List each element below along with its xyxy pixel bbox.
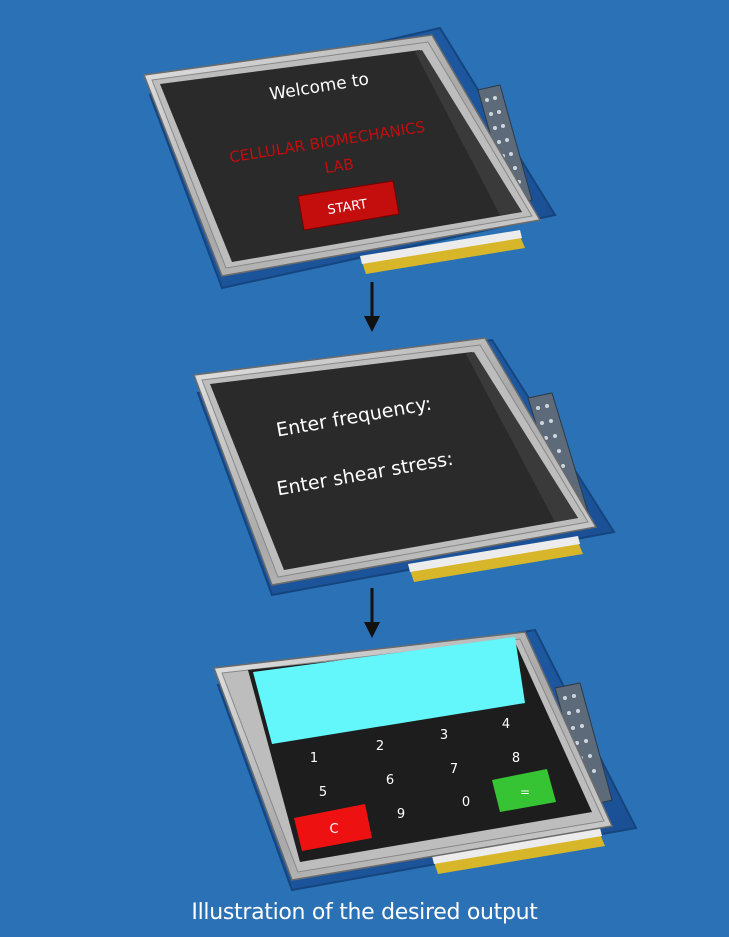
clear-button-label: C <box>329 822 338 837</box>
flow-arrow-1 <box>364 282 380 332</box>
tft-module-inputs: Enter frequency: Enter shear stress: <box>192 337 616 597</box>
figure-caption: Illustration of the desired output <box>191 900 538 925</box>
key-1[interactable]: 1 <box>310 751 318 766</box>
key-8[interactable]: 8 <box>512 751 520 766</box>
screen <box>160 50 522 262</box>
lab-title-line2: LAB <box>323 155 355 177</box>
start-button-label: START <box>326 197 368 218</box>
key-7[interactable]: 7 <box>450 762 458 777</box>
equals-button[interactable]: = <box>492 769 556 812</box>
flow-arrow-2 <box>364 588 380 638</box>
key-9[interactable]: 9 <box>397 807 405 822</box>
clear-button[interactable]: C <box>294 804 372 851</box>
key-2[interactable]: 2 <box>376 739 384 754</box>
equals-button-label: = <box>520 785 530 799</box>
calculator-display <box>253 637 525 744</box>
tft-module-welcome: Welcome to CELLULAR BIOMECHANICS LAB STA… <box>142 26 557 290</box>
key-5[interactable]: 5 <box>319 785 327 800</box>
key-6[interactable]: 6 <box>386 773 394 788</box>
key-4[interactable]: 4 <box>502 717 510 732</box>
key-3[interactable]: 3 <box>440 728 448 743</box>
bottom-connector <box>432 828 605 874</box>
bottom-connector <box>408 536 583 582</box>
tft-module-keypad: 1 2 3 4 5 6 7 8 9 0 = C <box>212 628 638 892</box>
bottom-connector <box>360 230 525 274</box>
start-button[interactable]: START <box>297 180 400 231</box>
key-0[interactable]: 0 <box>462 795 470 810</box>
screen <box>210 352 578 570</box>
